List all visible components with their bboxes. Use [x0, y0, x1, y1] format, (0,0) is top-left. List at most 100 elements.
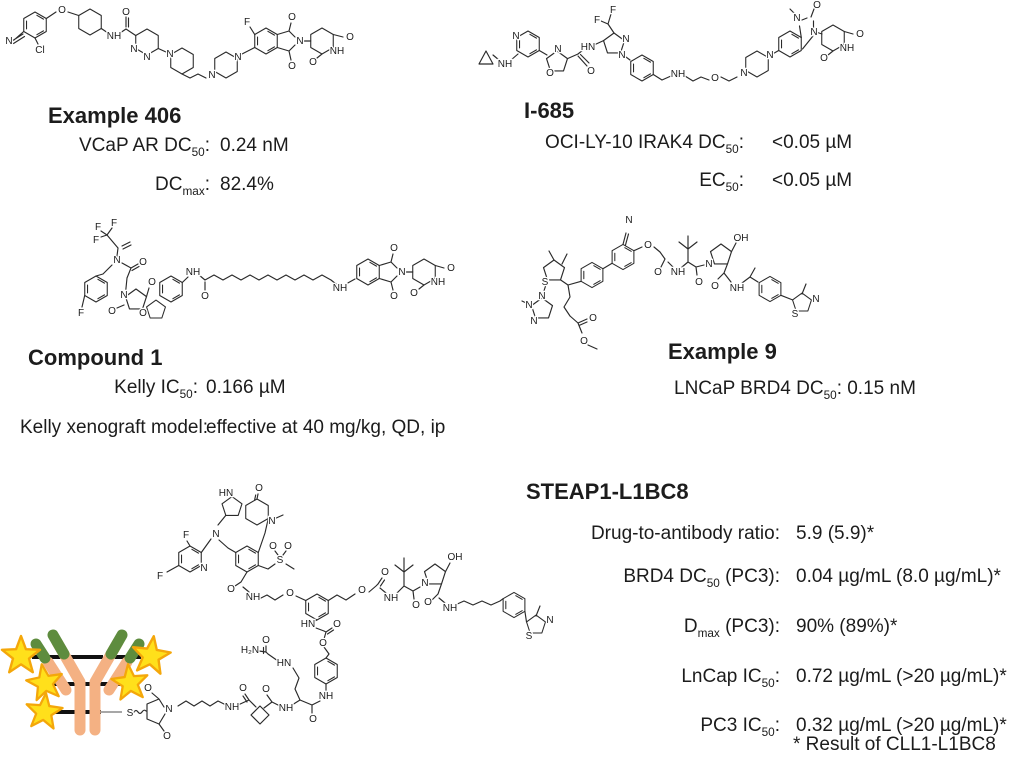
atom-label: NH	[498, 59, 512, 70]
atom-label: O	[695, 277, 703, 288]
atom-label: O	[346, 32, 354, 43]
atom-label: O	[284, 541, 292, 552]
antibody-cartoon	[0, 629, 174, 736]
atom-label: O	[139, 257, 147, 268]
atom-label: N	[208, 70, 215, 81]
footnote: * Result of CLL1-L1BC8	[793, 734, 996, 755]
atom-label: HN	[581, 42, 595, 53]
assay-label: VCaP AR DC50:	[78, 135, 210, 159]
atom-label: HN	[219, 488, 233, 499]
atom-label: N	[554, 44, 561, 55]
assay-value: 0.32 µg/mL (>20 µg/mL)*	[796, 715, 1007, 737]
atom-label: N	[5, 36, 12, 47]
atom-label: HN	[301, 619, 315, 630]
atom-label: N	[812, 294, 819, 305]
atom-label: N	[622, 34, 629, 45]
atom-label: O	[309, 714, 317, 725]
atom-label: O	[410, 288, 418, 299]
assay-label: Dmax (PC3):	[683, 615, 780, 640]
assay-label: Kelly xenograft model:	[20, 416, 208, 438]
atom-label: O	[262, 635, 270, 646]
assay-label: BRD4 DC50 (PC3):	[623, 566, 780, 590]
molecule-example-406: N Cl O NH O N N N N N F O O N NH O O	[4, 4, 355, 83]
atom-label: O	[333, 619, 341, 630]
atom-label: O	[286, 588, 294, 599]
atom-label: O	[227, 584, 235, 595]
atom-label: NH	[333, 283, 347, 294]
atom-label: S	[526, 631, 533, 642]
assay-label: PC3 IC50:	[700, 715, 780, 740]
atom-label: N	[525, 300, 532, 311]
assay-value: 0.24 nM	[220, 135, 289, 156]
atom-label: O	[587, 66, 595, 77]
assay-value: 0.72 µg/mL (>20 µg/mL)*	[796, 665, 1007, 687]
atom-label: O	[546, 68, 554, 79]
atom-label: O	[288, 12, 296, 23]
atom-label: F	[93, 235, 99, 246]
assay-table-example-406: VCaP AR DC50: 0.24 nM DCmax: 82.4%	[40, 134, 289, 204]
atom-label: Cl	[35, 45, 44, 56]
atom-label: O	[148, 277, 156, 288]
atom-label: O	[381, 567, 389, 578]
atom-label: F	[594, 15, 600, 26]
atom-label: NH	[107, 31, 121, 42]
assay-label: LnCap IC50:	[681, 665, 780, 690]
atom-label: O	[711, 73, 719, 84]
atom-label: N	[234, 52, 241, 63]
atom-label: N	[546, 615, 553, 626]
atom-label: O	[255, 483, 263, 494]
atom-label: F	[95, 222, 101, 233]
assay-label: DCmax:	[155, 173, 210, 198]
atom-label: O	[163, 731, 171, 742]
atom-label: N	[538, 291, 545, 302]
atom-label: N	[113, 255, 120, 266]
assay-table-compound-1: Kelly IC50: 0.166 µM Kelly xenograft mod…	[20, 376, 445, 440]
atom-label: F	[111, 218, 117, 229]
atom-label: N	[705, 259, 712, 270]
atom-label: O	[262, 684, 270, 695]
compound-name-example-406: Example 406	[48, 103, 182, 128]
atom-label: O	[856, 29, 864, 40]
atom-label: O	[239, 683, 247, 694]
atom-label: N	[200, 563, 207, 574]
assay-value: 90% (89%)*	[796, 615, 898, 637]
atom-label: N	[130, 44, 137, 55]
assay-value: 0.166 µM	[206, 377, 286, 398]
atom-label: N	[625, 215, 632, 226]
atom-label: NH	[225, 702, 239, 713]
atom-label: O	[309, 57, 317, 68]
atom-label: O	[424, 597, 432, 608]
assay-table-steap1-l1bc8: Drug-to-antibody ratio: 5.9 (5.9)* BRD4 …	[540, 522, 1007, 745]
atom-label: N	[143, 52, 150, 63]
atom-label: H₂N	[241, 645, 259, 656]
atom-label: O	[820, 53, 828, 64]
antibody-variable-tips	[30, 629, 145, 664]
atom-label: NH	[279, 703, 293, 714]
assay-value: <0.05 µM	[772, 132, 853, 153]
atom-label: NH	[671, 69, 685, 80]
atom-label: O	[412, 600, 420, 611]
atom-label: O	[288, 61, 296, 72]
atom-label: OH	[734, 233, 749, 244]
assay-label: Drug-to-antibody ratio:	[590, 523, 780, 544]
atom-label: NH	[384, 593, 398, 604]
atom-label: N	[296, 36, 303, 47]
atom-label: O	[269, 541, 277, 552]
atom-label: O	[390, 291, 398, 302]
compound-name-steap1-l1bc8: STEAP1-L1BC8	[526, 479, 689, 504]
assay-value: 82.4%	[220, 173, 274, 195]
atom-label: OH	[448, 552, 463, 563]
atom-label: NH	[186, 267, 200, 278]
atom-label: NH	[840, 43, 854, 54]
atom-label: F	[610, 5, 616, 16]
atom-label: N	[212, 529, 219, 540]
molecule-i685: NH N N O O HN N N F F NH O N N N O N NH …	[478, 0, 865, 85]
atom-label: N	[512, 31, 519, 42]
atom-label: N	[165, 704, 172, 715]
atom-label: O	[201, 291, 209, 302]
atom-label: HN	[277, 658, 291, 669]
compound-name-i685: I-685	[524, 98, 575, 123]
atom-label: S	[792, 309, 799, 320]
atom-label: NH	[319, 691, 333, 702]
